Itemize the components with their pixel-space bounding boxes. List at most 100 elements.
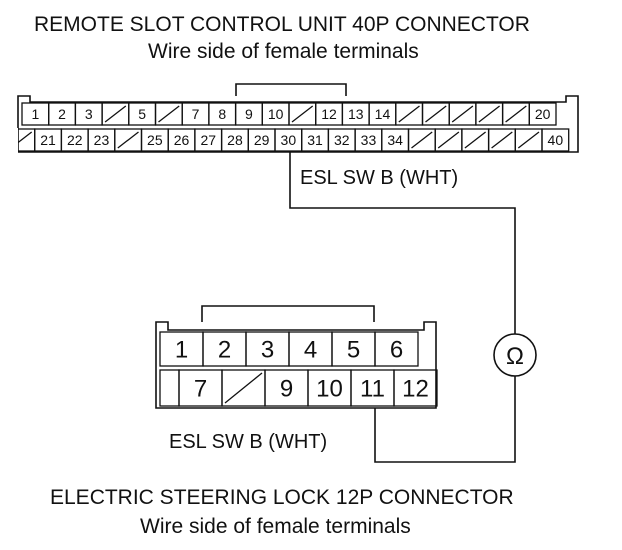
top-row1-cell: 7 xyxy=(181,102,210,126)
top-row2-number: 26 xyxy=(174,132,190,148)
top-row1-number: 13 xyxy=(348,106,364,122)
top-row2-number: 21 xyxy=(40,132,56,148)
bottom-row2-cell: 11 xyxy=(350,369,395,407)
remote-slot-40p-connector xyxy=(17,83,579,153)
bottom-row2-number: 10 xyxy=(316,376,343,403)
top-row2-cell: 21 xyxy=(34,128,63,152)
top-row2-number: 32 xyxy=(334,132,350,148)
top-row2-number: 33 xyxy=(361,132,377,148)
bottom-connector-title: ELECTRIC STEERING LOCK 12P CONNECTOR xyxy=(50,486,514,509)
top-row2-cell xyxy=(487,128,516,152)
top-row2-cell: 31 xyxy=(301,128,330,152)
top-row1-number: 2 xyxy=(58,106,66,122)
top-row2-cell: 34 xyxy=(381,128,410,152)
top-row2-cell: 33 xyxy=(354,128,383,152)
top-row2-cell: 26 xyxy=(167,128,196,152)
bottom-row2-cell: 9 xyxy=(264,369,309,407)
top-row1-cell: 14 xyxy=(368,102,397,126)
top-wire-label: ESL SW B (WHT) xyxy=(300,167,459,189)
top-row2-cell xyxy=(114,128,143,152)
bottom-row1-number: 3 xyxy=(261,337,274,364)
top-row1-cell: 5 xyxy=(128,102,157,126)
top-row2-cell: 28 xyxy=(220,128,249,152)
top-row1-cell: 2 xyxy=(48,102,77,126)
top-row1-number: 7 xyxy=(192,106,200,122)
top-row2-number: 23 xyxy=(94,132,110,148)
top-row2-cell: 23 xyxy=(87,128,116,152)
bottom-connector-subtitle: Wire side of female terminals xyxy=(140,515,411,538)
bottom-row2-cell: 12 xyxy=(393,369,438,407)
bottom-row2-number: 12 xyxy=(402,376,429,403)
bottom-row1-number: 1 xyxy=(175,337,188,364)
top-row2-number: 34 xyxy=(387,132,403,148)
top-row2-number: 22 xyxy=(67,132,83,148)
top-row2-number: 31 xyxy=(307,132,323,148)
top-row1-number: 9 xyxy=(245,106,253,122)
top-row2-cell xyxy=(461,128,490,152)
bottom-row2-number: 11 xyxy=(360,376,385,403)
top-row2-cell: 29 xyxy=(247,128,276,152)
wire-to-bottom-terminal-11 xyxy=(374,376,516,463)
electric-steering-lock-12p-connector xyxy=(155,305,437,409)
bottom-row1-number: 2 xyxy=(218,337,231,364)
top-row2-number: 29 xyxy=(254,132,270,148)
bottom-row2-cell: 7 xyxy=(178,369,223,407)
top-row2-cell: 25 xyxy=(140,128,169,152)
top-row2-number: 28 xyxy=(227,132,243,148)
top-row1-cell: 8 xyxy=(208,102,237,126)
top-row1-cell: 20 xyxy=(528,102,557,126)
top-row1-number: 1 xyxy=(31,106,39,122)
top-row1-number: 5 xyxy=(138,106,146,122)
top-row2-number: 25 xyxy=(147,132,163,148)
top-row1-cell xyxy=(475,102,504,126)
top-row1-number: 10 xyxy=(268,106,284,122)
top-row2-number: 40 xyxy=(548,132,564,148)
bottom-connector-lock-tab xyxy=(201,305,375,322)
top-row2-number: 30 xyxy=(281,132,297,148)
bottom-wire-label: ESL SW B (WHT) xyxy=(169,431,328,453)
ohmmeter-icon: Ω xyxy=(506,343,524,370)
top-row1-number: 8 xyxy=(218,106,226,122)
top-row2-cell: 40 xyxy=(541,128,570,152)
bottom-row1-number: 6 xyxy=(390,337,403,364)
top-row2-cell: 32 xyxy=(327,128,356,152)
top-row2-cell xyxy=(514,128,543,152)
top-row1-cell: 13 xyxy=(341,102,370,126)
bottom-row2-cell: 10 xyxy=(307,369,352,407)
bottom-row2-number: 7 xyxy=(194,376,207,403)
bottom-row1-cell: 1 xyxy=(159,331,204,367)
top-row1-cell xyxy=(421,102,450,126)
top-row1-cell: 1 xyxy=(21,102,50,126)
top-row2-cell xyxy=(407,128,436,152)
bottom-row2-spacer xyxy=(159,369,180,407)
bottom-connector-housing xyxy=(155,321,437,409)
test-wiring xyxy=(289,152,537,463)
bottom-row1-number: 5 xyxy=(347,337,360,364)
top-row1-cell xyxy=(501,102,530,126)
top-row1-cell xyxy=(288,102,317,126)
top-connector-title: REMOTE SLOT CONTROL UNIT 40P CONNECTOR xyxy=(34,13,530,36)
ohmmeter-circle xyxy=(493,333,537,377)
top-row1-cell xyxy=(154,102,183,126)
top-row1-cell xyxy=(395,102,424,126)
bottom-row1-number: 4 xyxy=(304,337,317,364)
top-row1-number: 12 xyxy=(321,106,337,122)
top-row1-cell: 12 xyxy=(315,102,344,126)
top-row1-cell: 10 xyxy=(261,102,290,126)
bottom-row1-cell: 4 xyxy=(288,331,333,367)
wire-to-top-terminal-30 xyxy=(289,152,516,334)
bottom-row1-cell: 3 xyxy=(245,331,290,367)
top-row2-cell xyxy=(434,128,463,152)
bottom-row2-cell xyxy=(221,369,266,407)
top-row1-cell xyxy=(448,102,477,126)
top-row1-cell: 9 xyxy=(234,102,263,126)
bottom-row1-cell: 5 xyxy=(331,331,376,367)
top-row1-cell xyxy=(101,102,130,126)
top-row2-cell: 22 xyxy=(60,128,89,152)
top-connector-lock-tab xyxy=(235,83,347,96)
top-connector-housing xyxy=(17,95,579,153)
top-row2-number: 27 xyxy=(200,132,216,148)
